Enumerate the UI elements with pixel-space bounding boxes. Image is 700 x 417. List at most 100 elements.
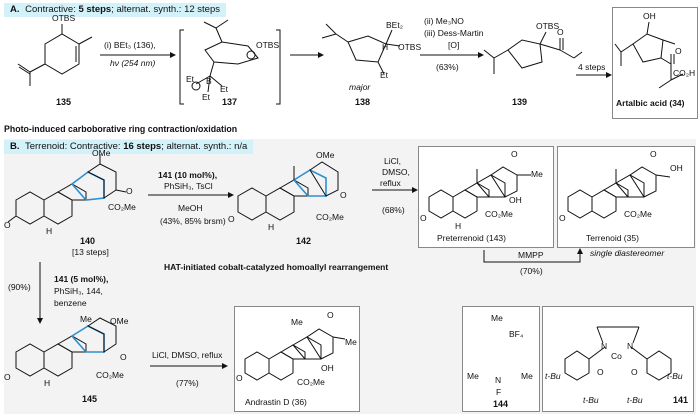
f-144: F: [496, 387, 502, 397]
o-141a: O: [597, 367, 604, 377]
o-140b: O: [4, 220, 11, 230]
compound-142: 142: [296, 236, 312, 246]
tbu-141d: t-Bu: [667, 371, 683, 381]
down-1: 141 (5 mol%),: [54, 274, 109, 284]
structure-143: [428, 166, 531, 219]
ome-140: OMe: [92, 148, 111, 158]
tbu-141b: t-Bu: [583, 395, 599, 405]
compound-35-sub: single diastereomer: [590, 248, 665, 258]
o-145b: O: [4, 372, 11, 382]
n-141b: N: [627, 341, 634, 351]
compound-35: Terrenoid (35): [586, 233, 639, 243]
structure-36: [244, 328, 346, 381]
me-144c: Me: [521, 371, 533, 381]
compound-35-text: Terrenoid (35): [586, 233, 639, 243]
structure-145: [15, 317, 117, 377]
step2: (ii) Me₃NO: [424, 16, 464, 26]
structure-139: [483, 31, 583, 74]
compound-135: 135: [56, 97, 72, 107]
co2me-140: CO₂Me: [108, 202, 136, 212]
compound-143: Preterrenoid (143): [437, 233, 506, 243]
structure-137: [191, 19, 259, 93]
licl-yield: (68%): [382, 205, 405, 215]
bottom-yield: (77%): [176, 378, 199, 388]
down-2: PhSiH₃, 144,: [54, 286, 103, 296]
me-143: Me: [531, 169, 543, 179]
compound-138: 138: [355, 97, 371, 107]
otbs-139: OTBS: [536, 21, 560, 31]
n-141a: N: [601, 341, 608, 351]
otbs-135: OTBS: [52, 13, 76, 23]
o-34: O: [675, 46, 682, 56]
b-137: B: [206, 76, 212, 86]
licl-3: reflux: [380, 178, 401, 188]
structure-135: [17, 24, 93, 86]
compound-143-text: Preterrenoid (143): [437, 233, 506, 243]
bet2-138: BEt₂: [386, 20, 403, 30]
bf4-144: BF₄: [509, 329, 524, 339]
compound-144-box: Me BF₄ Me N Me F 144: [462, 306, 540, 412]
compound-36: Andrastin D (36): [245, 397, 307, 407]
compound-141: 141: [673, 395, 689, 405]
step3: (iii) Dess-Martin: [424, 28, 484, 38]
co2me-35: CO₂Me: [624, 209, 652, 219]
h-143: H: [455, 221, 462, 231]
oh-36: OH: [321, 363, 334, 373]
structure-141: [564, 326, 672, 381]
o-35a: O: [650, 149, 657, 159]
panel-b-strategy: Terrenoid:: [24, 141, 68, 152]
oh-35: OH: [670, 163, 683, 173]
panel-b-alt: ; alternat. synth.: n/a: [161, 141, 248, 152]
artalbic-acid-box: OH O CO₂H Artalbic acid (34): [612, 7, 698, 119]
panel-b-letter: B.: [10, 141, 20, 152]
otbs-137: OTBS: [256, 40, 280, 50]
compound-36-text: Andrastin D (36): [245, 397, 307, 407]
panel-a-alt: ; alternat. synth.: 12 steps: [111, 4, 221, 15]
step1-a: (i) BEt₃ (136),: [104, 40, 156, 50]
o-143a: O: [511, 149, 518, 159]
o-140: O: [126, 186, 133, 196]
et-137c: Et: [202, 92, 211, 102]
compound-34: Artalbic acid (34): [616, 98, 685, 108]
et-137a: Et: [186, 74, 195, 84]
et-137b: Et: [220, 84, 229, 94]
o-36a: O: [327, 310, 334, 320]
hat-caption: HAT-initiated cobalt-catalyzed homoallyl…: [164, 262, 389, 272]
cond-top-2: PhSiH₃, TsCl: [164, 181, 213, 191]
compound-140-sub: [13 steps]: [72, 247, 109, 257]
structure-138: [321, 23, 401, 75]
h-142: H: [268, 222, 275, 232]
otbs-138: OTBS: [398, 42, 422, 52]
yield-a: (63%): [436, 62, 459, 72]
down-3: benzene: [54, 298, 87, 308]
co2me-142: CO₂Me: [316, 212, 344, 222]
o-36b: O: [236, 373, 243, 383]
terrenoid-box: O OH CO₂Me O Terrenoid (35): [557, 146, 695, 248]
o-143b: O: [420, 213, 427, 223]
panel-b-steps: 16 steps: [123, 141, 162, 152]
o-141b: O: [631, 367, 638, 377]
panel-a-letter: A.: [10, 4, 20, 15]
cond-top-1-text: 141 (10 mol%),: [158, 170, 218, 180]
o-139: O: [557, 27, 564, 37]
cond-top-3: MeOH: [178, 203, 203, 213]
four-steps: 4 steps: [578, 62, 606, 72]
structure-140: [7, 154, 127, 225]
h-138: H: [382, 42, 389, 52]
panel-b-contractive: Contractive:: [69, 141, 121, 152]
panel-a-steps: 5 steps: [78, 4, 112, 15]
n-144: N: [495, 375, 502, 385]
cond-top-1: 141 (10 mol%),: [158, 170, 217, 180]
tbu-141c: t-Bu: [627, 395, 643, 405]
compound-137: 137: [222, 97, 238, 107]
structure-142: [237, 161, 339, 221]
me-36: Me: [291, 317, 303, 327]
me-144a: Me: [491, 313, 503, 323]
mmpp: MMPP: [518, 250, 544, 260]
o-35b: O: [559, 213, 566, 223]
h-140: H: [46, 226, 53, 236]
tbu-141a: t-Bu: [545, 371, 561, 381]
co2h-34: CO₂H: [673, 68, 696, 78]
